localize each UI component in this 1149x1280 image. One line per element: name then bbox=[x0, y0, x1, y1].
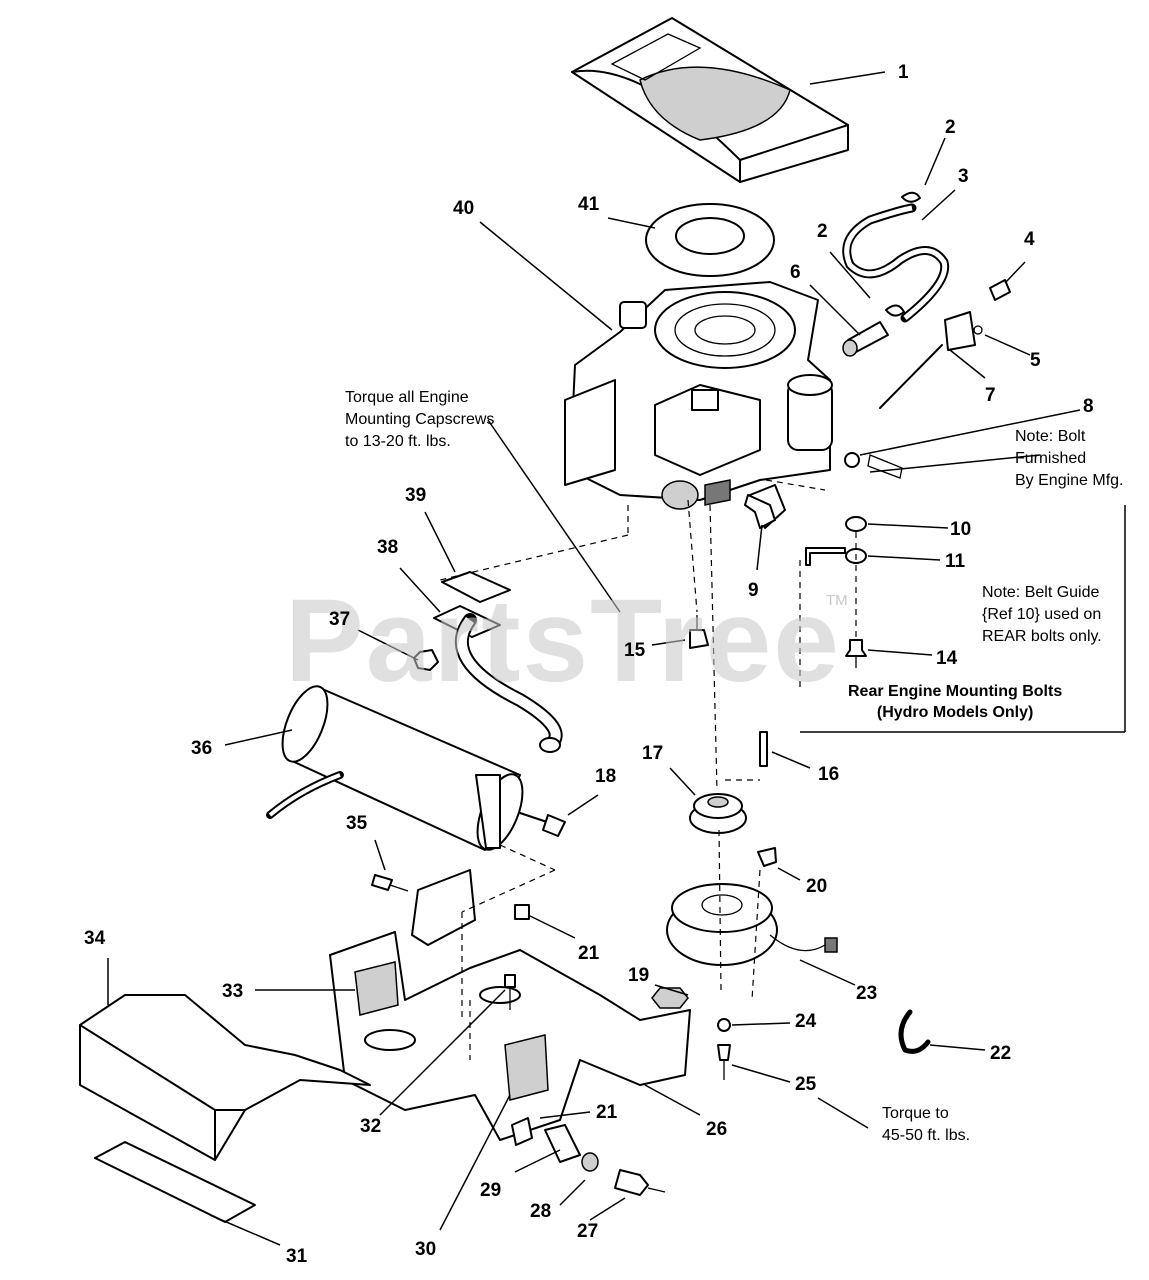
callout-23: 23 bbox=[856, 983, 878, 1004]
watermark-trademark: TM bbox=[826, 592, 848, 609]
note-line: (Hydro Models Only) bbox=[876, 704, 1034, 721]
note-belt-guide: Note: Belt Guide {Ref 10} used on REAR b… bbox=[982, 582, 1102, 648]
callout-20: 20 bbox=[806, 876, 828, 897]
heat-shield bbox=[79, 994, 371, 1161]
callout-2a: 2 bbox=[945, 117, 956, 138]
note-line: Torque all Engine bbox=[345, 389, 469, 406]
callout-7: 7 bbox=[985, 385, 996, 406]
rear-mount-hardware bbox=[805, 516, 867, 668]
callout-37: 37 bbox=[329, 609, 351, 630]
callout-41: 41 bbox=[578, 194, 600, 215]
note-bolt-furnished: Note: Bolt Furnished By Engine Mfg. bbox=[1015, 426, 1124, 492]
callout-28: 28 bbox=[530, 1201, 552, 1222]
callout-33: 33 bbox=[222, 981, 244, 1002]
engine-mount-capscrew bbox=[689, 615, 709, 649]
note-line: {Ref 10} used on bbox=[982, 606, 1102, 623]
note-line: REAR bolts only. bbox=[982, 628, 1102, 645]
clutch-bolt bbox=[717, 1044, 731, 1080]
note-torque-engine: Torque all Engine Mounting Capscrews to … bbox=[345, 387, 494, 453]
oil-drain-hose bbox=[842, 191, 950, 357]
spacer bbox=[757, 847, 777, 867]
lock-washer-bolt bbox=[844, 452, 903, 479]
watermark: PartsTree bbox=[285, 575, 841, 707]
callout-18: 18 bbox=[595, 766, 617, 787]
note-torque-clutch: Torque to 45-50 ft. lbs. bbox=[882, 1103, 970, 1147]
callout-4: 4 bbox=[1024, 229, 1035, 250]
engine bbox=[564, 281, 833, 529]
note-line: Torque to bbox=[882, 1105, 949, 1122]
callout-8: 8 bbox=[1083, 396, 1094, 417]
air-cleaner-cover bbox=[571, 17, 849, 183]
callout-35: 35 bbox=[346, 813, 368, 834]
insulation-pad bbox=[94, 1141, 256, 1223]
callout-36: 36 bbox=[191, 738, 213, 759]
callout-21b: 21 bbox=[596, 1102, 618, 1123]
callout-38: 38 bbox=[377, 537, 399, 558]
mounting-bracket bbox=[329, 931, 691, 1141]
air-filter-ring bbox=[645, 203, 775, 277]
callout-30: 30 bbox=[415, 1239, 437, 1260]
callout-6: 6 bbox=[790, 262, 801, 283]
cable-tie bbox=[898, 1009, 931, 1054]
pulley bbox=[689, 793, 747, 834]
mount-stud bbox=[504, 974, 516, 1010]
note-line: 45-50 ft. lbs. bbox=[882, 1127, 971, 1144]
note-line: Note: Belt Guide bbox=[982, 584, 1100, 601]
hex-nut bbox=[651, 987, 689, 1009]
muffler bbox=[266, 685, 524, 851]
callout-24: 24 bbox=[795, 1011, 817, 1032]
key bbox=[759, 731, 768, 767]
note-line: to 13-20 ft. lbs. bbox=[345, 433, 451, 450]
callout-29: 29 bbox=[480, 1180, 502, 1201]
callout-9: 9 bbox=[748, 580, 759, 601]
callout-40: 40 bbox=[453, 198, 475, 219]
note-rear-bolts: Rear Engine Mounting Bolts (Hydro Models… bbox=[848, 681, 1062, 723]
callout-15: 15 bbox=[624, 640, 646, 661]
callout-27: 27 bbox=[577, 1221, 599, 1242]
callout-1: 1 bbox=[898, 62, 909, 83]
callout-22: 22 bbox=[990, 1043, 1012, 1064]
assembly-guide-lines bbox=[439, 479, 826, 1060]
elbow-fitting bbox=[744, 494, 776, 529]
callout-31: 31 bbox=[286, 1246, 308, 1267]
note-line: Mounting Capscrews bbox=[345, 411, 495, 428]
note-line: Furnished bbox=[1015, 450, 1087, 467]
bracket-capscrew bbox=[371, 874, 409, 892]
callout-26: 26 bbox=[706, 1119, 728, 1140]
callout-11: 11 bbox=[945, 551, 966, 572]
lock-washer bbox=[717, 1018, 731, 1032]
callout-25: 25 bbox=[795, 1074, 817, 1095]
exhaust-pipe bbox=[433, 571, 563, 753]
callout-17: 17 bbox=[642, 743, 664, 764]
bracket-spacer-hardware bbox=[511, 1117, 666, 1196]
muffler-bolt bbox=[519, 812, 566, 837]
callout-19: 19 bbox=[628, 965, 650, 986]
callout-14: 14 bbox=[936, 648, 958, 669]
nut-insert-upper bbox=[514, 904, 530, 920]
note-line: Note: Bolt bbox=[1015, 428, 1086, 445]
callout-3: 3 bbox=[958, 166, 969, 187]
callout-32: 32 bbox=[360, 1116, 382, 1137]
callout-5: 5 bbox=[1030, 350, 1041, 371]
note-line: Rear Engine Mounting Bolts bbox=[848, 683, 1063, 700]
leader-lines bbox=[107, 71, 1126, 1246]
callout-16: 16 bbox=[818, 764, 840, 785]
callout-2b: 2 bbox=[817, 221, 828, 242]
callout-10: 10 bbox=[950, 519, 972, 540]
callout-21a: 21 bbox=[578, 943, 600, 964]
callout-39: 39 bbox=[405, 485, 427, 506]
note-line: By Engine Mfg. bbox=[1015, 472, 1124, 489]
callout-34: 34 bbox=[84, 928, 106, 949]
muffler-bracket bbox=[411, 869, 476, 946]
electric-clutch bbox=[666, 883, 838, 966]
dipstick-assembly bbox=[879, 279, 1011, 409]
